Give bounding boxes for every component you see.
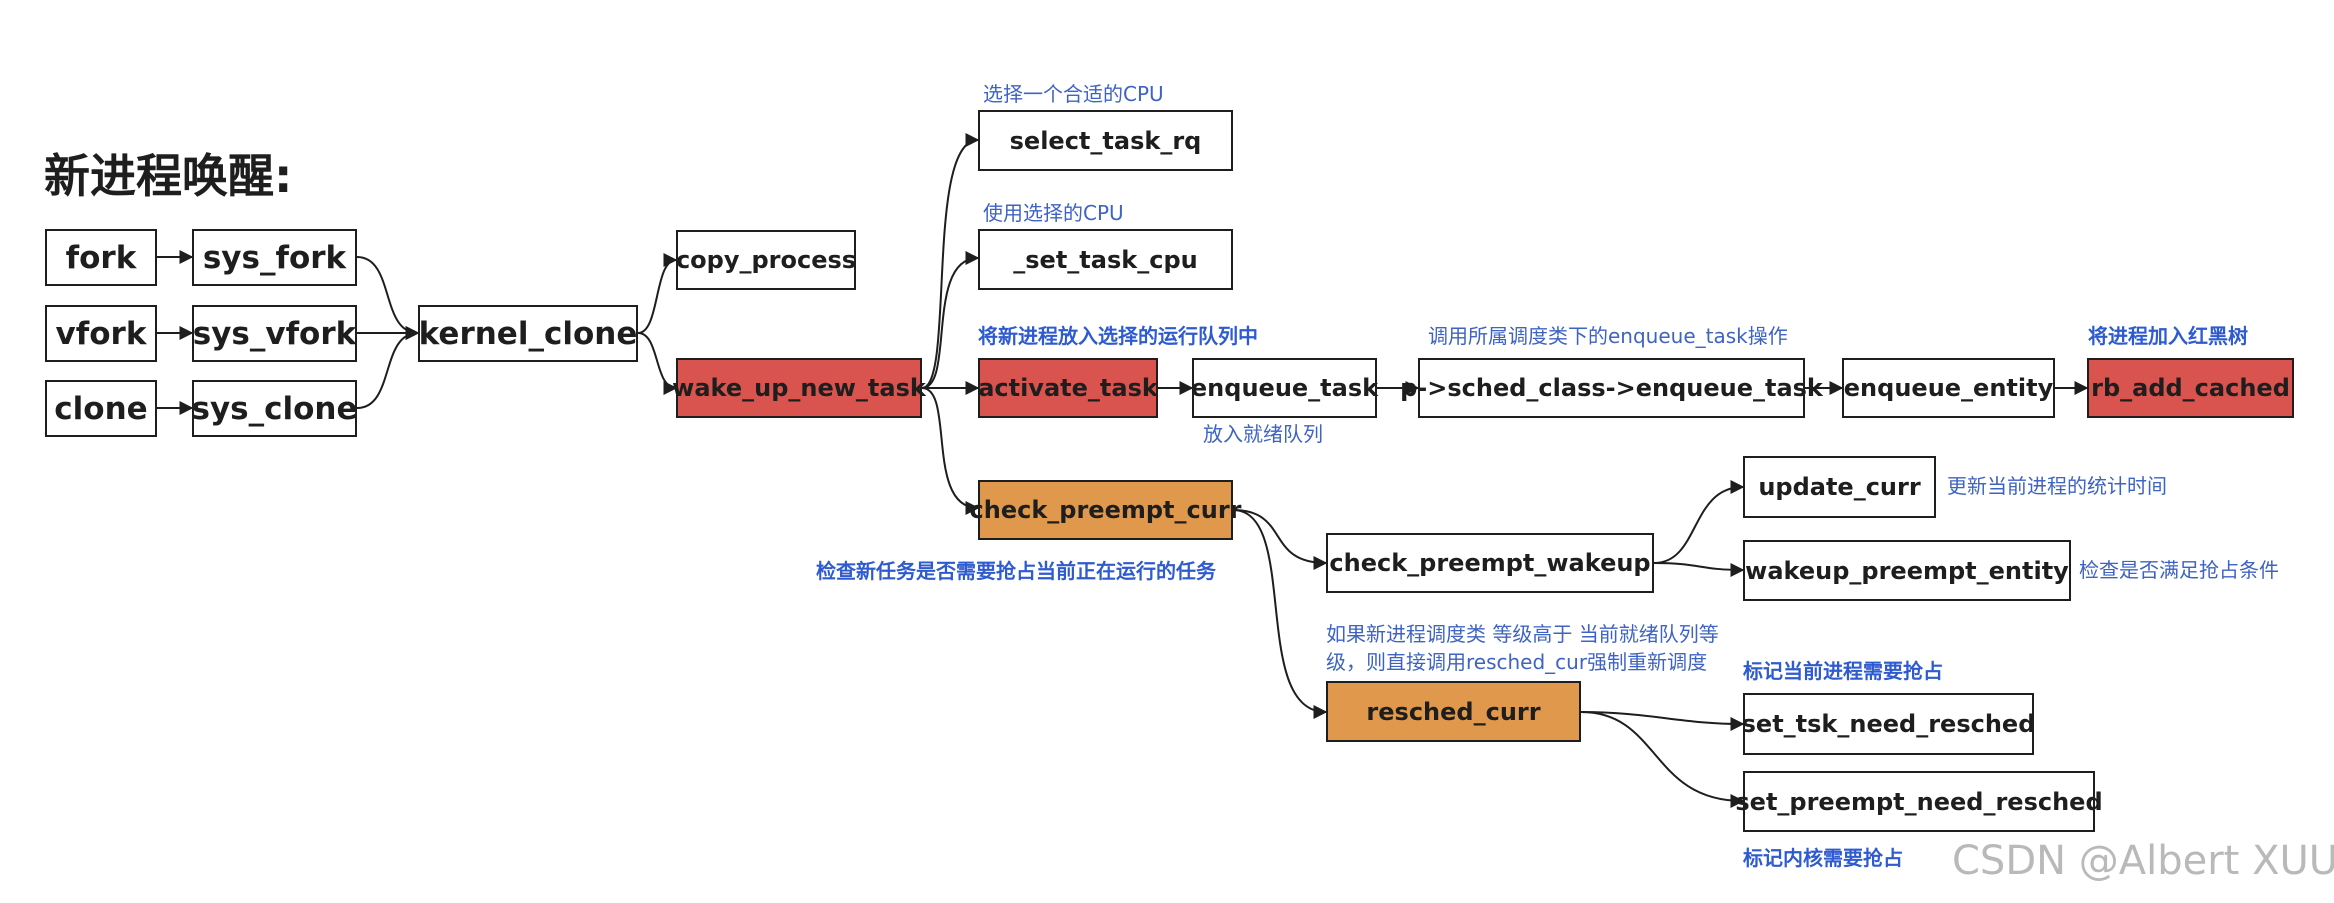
edge-kernel-clone-wake-up bbox=[637, 332, 678, 395]
watermark: CSDN @Albert XUU bbox=[1952, 838, 2334, 884]
node-enqueue-entity: enqueue_entity bbox=[1842, 358, 2055, 418]
node-sched-class-enqueue-task: p->sched_class->enqueue_task bbox=[1400, 358, 1823, 418]
node-fork: fork bbox=[45, 229, 157, 286]
node-wake-up-new-task: wake_up_new_task bbox=[672, 358, 926, 418]
node-sys-vfork: sys_vfork bbox=[192, 305, 357, 362]
node-set-task-cpu: _set_task_cpu bbox=[978, 229, 1233, 290]
note-check-preempt: 检查新任务是否需要抢占当前正在运行的任务 bbox=[816, 559, 1216, 583]
node-set-preempt-need-resched: set_preempt_need_resched bbox=[1735, 771, 2103, 832]
note-resched-line1: 如果新进程调度类 等级高于 当前就绪队列等 bbox=[1326, 622, 1719, 646]
edge-wake-up-check-preempt-curr bbox=[921, 387, 980, 515]
note-mark-current: 标记当前进程需要抢占 bbox=[1743, 659, 1943, 683]
edge-kernel-clone-copy-process bbox=[637, 253, 678, 334]
note-call-enqueue: 调用所属调度类下的enqueue_task操作 bbox=[1428, 324, 1788, 348]
edge-wake-up-select-task-rq bbox=[921, 133, 980, 389]
note-add-rbtree: 将进程加入红黑树 bbox=[2088, 324, 2248, 348]
node-sys-clone: sys_clone bbox=[192, 380, 358, 437]
node-vfork: vfork bbox=[45, 305, 157, 362]
node-resched-curr: resched_curr bbox=[1326, 681, 1581, 742]
node-clone: clone bbox=[45, 380, 157, 437]
note-update-stats: 更新当前进程的统计时间 bbox=[1947, 474, 2167, 498]
note-resched-line2: 级，则直接调用resched_cur强制重新调度 bbox=[1326, 650, 1708, 674]
note-mark-kernel: 标记内核需要抢占 bbox=[1743, 846, 1903, 870]
edge-sys-fork-kernel-clone bbox=[356, 256, 420, 340]
edge-resched-set-preempt bbox=[1580, 711, 1745, 808]
node-sys-fork: sys_fork bbox=[192, 229, 357, 286]
edge-wakeup-preempt-entity bbox=[1653, 562, 1745, 577]
edge-sys-clone-kernel-clone bbox=[356, 326, 420, 409]
node-copy-process: copy_process bbox=[676, 230, 856, 290]
note-use-cpu: 使用选择的CPU bbox=[983, 201, 1124, 225]
node-wakeup-preempt-entity: wakeup_preempt_entity bbox=[1743, 540, 2071, 601]
node-activate-task: activate_task bbox=[978, 358, 1158, 418]
node-enqueue-task: enqueue_task bbox=[1191, 358, 1378, 418]
node-set-tsk-need-resched: set_tsk_need_resched bbox=[1742, 693, 2035, 755]
node-update-curr: update_curr bbox=[1743, 456, 1936, 518]
page-title: 新进程唤醒: bbox=[44, 149, 293, 203]
edge-wake-up-set-task-cpu bbox=[921, 251, 980, 389]
note-select-cpu: 选择一个合适的CPU bbox=[983, 82, 1164, 106]
edge-check-preempt-curr-resched bbox=[1232, 509, 1328, 719]
node-rb-add-cached: rb_add_cached bbox=[2087, 358, 2294, 418]
node-kernel-clone: kernel_clone bbox=[418, 305, 638, 362]
edge-resched-set-tsk bbox=[1580, 711, 1745, 731]
note-put-runqueue: 将新进程放入选择的运行队列中 bbox=[978, 324, 1258, 348]
node-check-preempt-curr: check_preempt_curr bbox=[970, 480, 1242, 540]
edge-wakeup-update-curr bbox=[1653, 480, 1745, 564]
node-select-task-rq: select_task_rq bbox=[978, 110, 1233, 171]
note-check-condition: 检查是否满足抢占条件 bbox=[2079, 558, 2279, 582]
note-put-ready: 放入就绪队列 bbox=[1203, 422, 1323, 446]
edge-check-preempt-curr-wakeup bbox=[1232, 509, 1328, 570]
node-check-preempt-wakeup: check_preempt_wakeup bbox=[1326, 533, 1654, 593]
